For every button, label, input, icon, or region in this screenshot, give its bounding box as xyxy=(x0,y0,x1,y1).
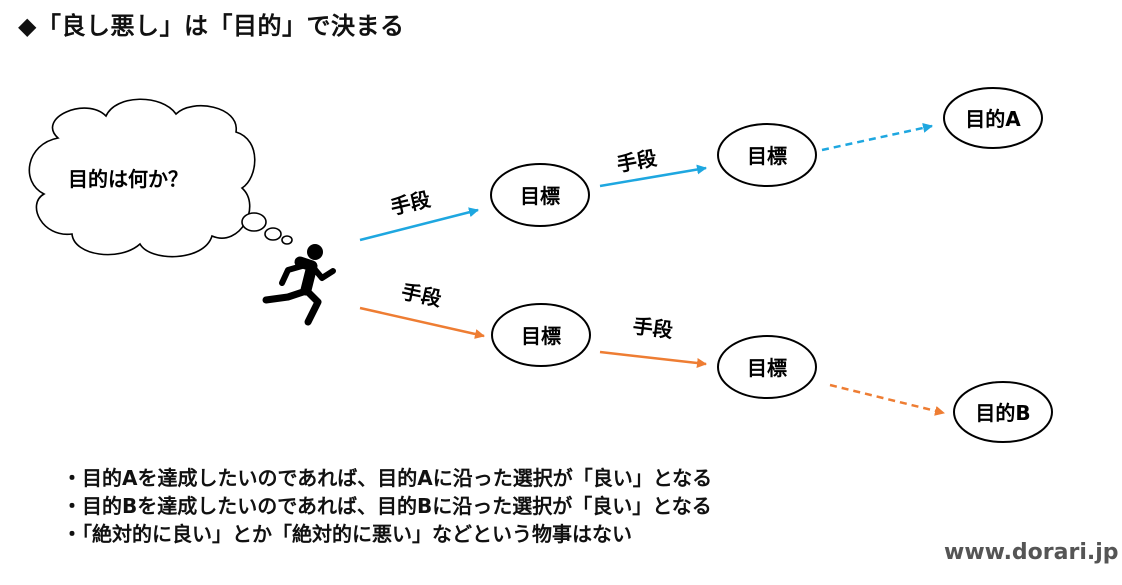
arrow-lower-2 xyxy=(599,350,707,368)
means-label-lower-2: 手段 xyxy=(632,314,675,343)
bullet-item-1: ・目的Aを達成したいのであれば、目的Aに沿った選択が「良い」となる xyxy=(62,466,713,490)
bullet-item-3: ・「絶対的に良い」とか「絶対的に悪い」などという物事はない xyxy=(62,522,632,546)
page-title: ◆「良し悪し」は「目的」で決まる xyxy=(18,12,405,40)
goal-label-lower-1: 目標 xyxy=(521,324,561,348)
arrow-lower-3 xyxy=(829,383,945,416)
purpose-b-label: 目的B xyxy=(975,401,1030,425)
bullet-list: ・目的Aを達成したいのであれば、目的Aに沿った選択が「良い」となる ・目的Bを達… xyxy=(62,464,712,548)
goal-node-upper-2 xyxy=(717,123,817,187)
site-url: www.dorari.jp xyxy=(944,540,1119,565)
means-label-lower-1: 手段 xyxy=(399,279,443,311)
arrow-upper-2 xyxy=(599,164,707,188)
goal-node-upper-1 xyxy=(490,163,590,227)
thought-text: 目的は何か？ xyxy=(68,167,188,191)
arrow-lower-1 xyxy=(359,306,485,339)
arrow-upper-3 xyxy=(821,123,933,152)
goal-label-upper-2: 目標 xyxy=(747,144,787,168)
thought-bubble-icon xyxy=(28,98,293,258)
arrow-upper-1 xyxy=(359,207,479,242)
goal-label-upper-1: 目標 xyxy=(520,184,560,208)
goal-label-lower-2: 目標 xyxy=(747,356,787,380)
goal-node-lower-1 xyxy=(491,303,591,367)
bullet-item-2: ・目的Bを達成したいのであれば、目的Bに沿った選択が「良い」となる xyxy=(62,494,712,518)
means-label-upper-1: 手段 xyxy=(388,187,432,219)
purpose-a-label: 目的A xyxy=(965,107,1021,131)
purpose-a-node xyxy=(943,87,1043,149)
means-label-upper-2: 手段 xyxy=(615,146,659,177)
goal-node-lower-2 xyxy=(717,335,817,399)
running-person-icon xyxy=(262,244,336,326)
purpose-b-node xyxy=(953,381,1053,443)
